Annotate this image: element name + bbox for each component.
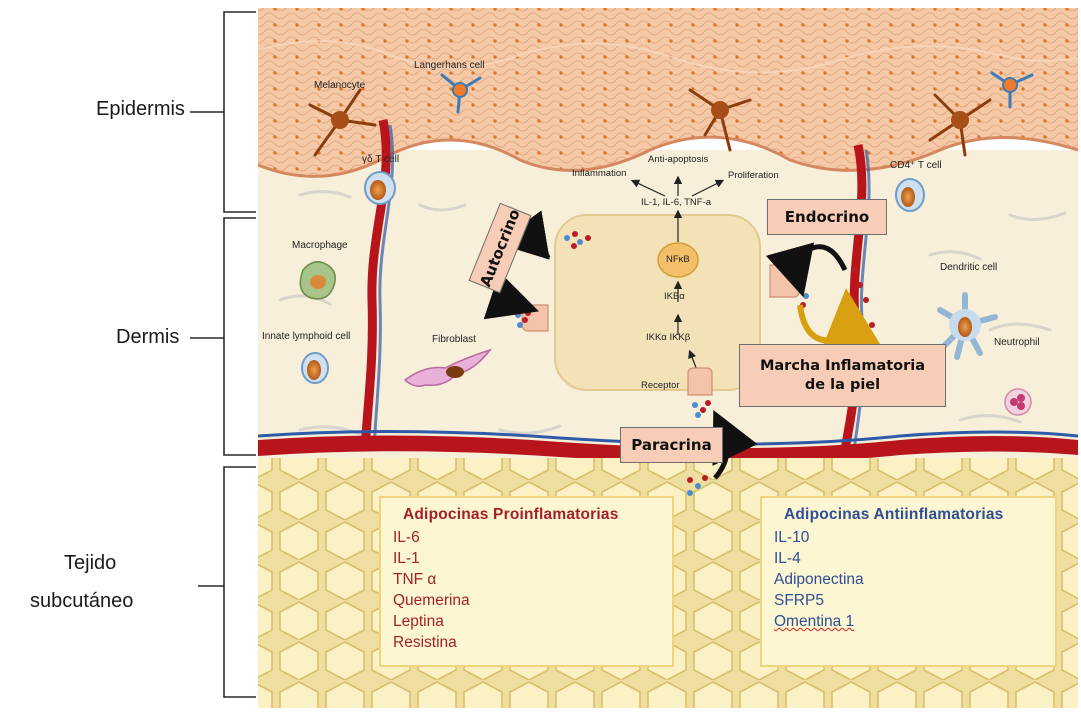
pro-item: IL-6 bbox=[393, 527, 660, 548]
ikk-label: IKKα IKKβ bbox=[646, 332, 690, 343]
gd-t-cell-label: γδ T cell bbox=[362, 154, 399, 165]
anti-item: IL-4 bbox=[774, 548, 1043, 569]
receptor-bottom bbox=[688, 368, 712, 395]
proinflammatory-adipokines-box: Adipocinas Proinflamatorias IL-6 IL-1 TN… bbox=[379, 496, 674, 667]
pro-item: IL-1 bbox=[393, 548, 660, 569]
nfkb-label: NFκB bbox=[666, 254, 690, 265]
langerhans-label: Langerhans cell bbox=[414, 60, 485, 71]
marcha-line1: Marcha Inflamatoria bbox=[760, 357, 925, 375]
paracrina-tag: Paracrina bbox=[620, 427, 723, 463]
macrophage-label: Macrophage bbox=[292, 240, 348, 251]
cytokines-label: IL-1, IL-6, TNF-a bbox=[641, 197, 711, 208]
subcutaneous-label-line2: subcutáneo bbox=[30, 590, 133, 613]
fibroblast-label: Fibroblast bbox=[432, 334, 476, 345]
anti-title: Adipocinas Antiinflamatorias bbox=[784, 506, 1043, 524]
marcha-inflamatoria-tag: Marcha Inflamatoria de la piel bbox=[739, 344, 946, 407]
neutrophil-label: Neutrophil bbox=[994, 337, 1040, 348]
epidermis-label: Epidermis bbox=[96, 98, 185, 121]
target-cell bbox=[555, 215, 760, 390]
cd4-t-cell-label: CD4⁺ T cell bbox=[890, 160, 942, 171]
pro-item: Resistina bbox=[393, 632, 660, 653]
dermis-label: Dermis bbox=[116, 326, 179, 349]
anti-item: IL-10 bbox=[774, 527, 1043, 548]
proliferation-label: Proliferation bbox=[728, 170, 779, 181]
receptor-label: Receptor bbox=[641, 380, 680, 391]
anti-item: Adiponectina bbox=[774, 569, 1043, 590]
layer-brackets bbox=[190, 12, 256, 697]
endocrino-tag: Endocrino bbox=[767, 199, 887, 235]
pro-item: Quemerina bbox=[393, 590, 660, 611]
dendritic-label: Dendritic cell bbox=[940, 262, 997, 273]
inflammation-label: Inflammation bbox=[572, 168, 626, 179]
marcha-line2: de la piel bbox=[805, 376, 880, 394]
subcutaneous-label-line1: Tejido bbox=[64, 552, 116, 575]
anti-apoptosis-label: Anti-apoptosis bbox=[648, 154, 708, 165]
pro-title: Adipocinas Proinflamatorias bbox=[403, 506, 660, 524]
pro-item: TNF α bbox=[393, 569, 660, 590]
anti-item: SFRP5 bbox=[774, 590, 1043, 611]
innate-lymphoid-label: Innate lymphoid cell bbox=[262, 331, 350, 342]
ikba-label: IKBα bbox=[664, 291, 685, 302]
anti-item: Omentina 1 bbox=[774, 611, 1043, 632]
pro-item: Leptina bbox=[393, 611, 660, 632]
melanocyte-label: Melanocyte bbox=[314, 80, 365, 91]
antiinflammatory-adipokines-box: Adipocinas Antiinflamatorias IL-10 IL-4 … bbox=[760, 496, 1057, 667]
